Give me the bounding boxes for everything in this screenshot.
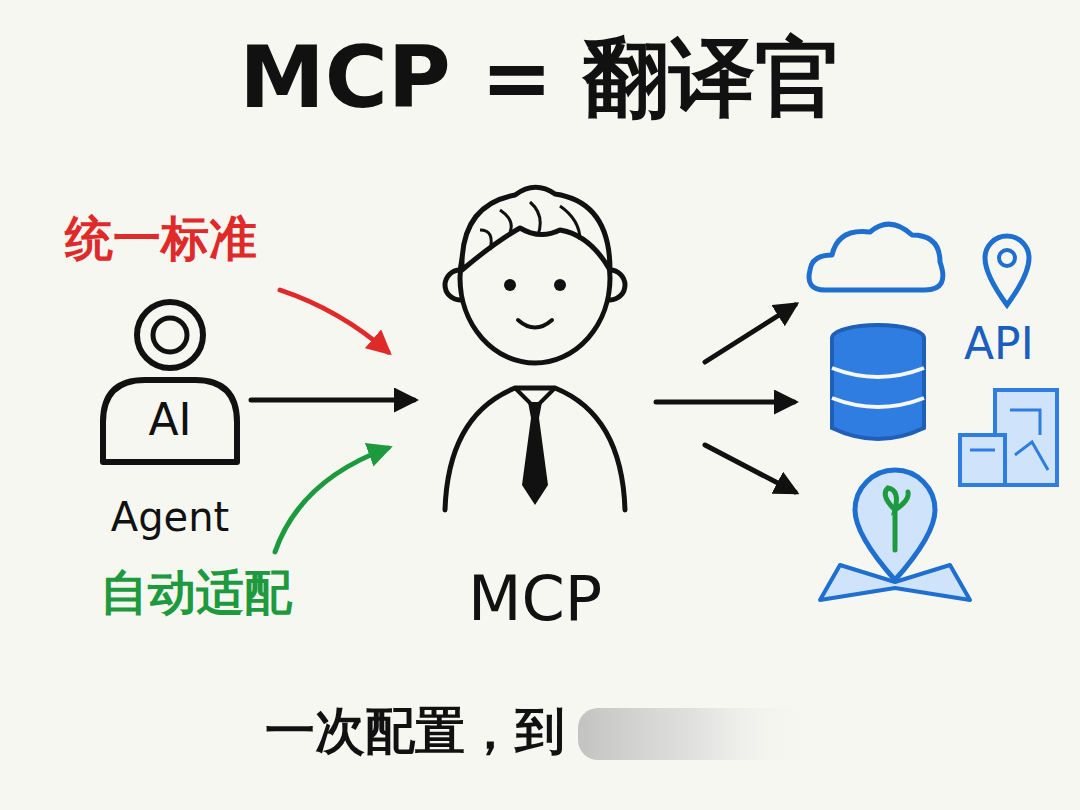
- node-outline: [420, 180, 650, 630]
- arrow-bottom: [705, 445, 795, 492]
- agent-icon: AI Agent: [95, 290, 245, 540]
- api-label: API: [964, 320, 1034, 368]
- red-arrow: [280, 290, 388, 352]
- blur-smudge: [578, 708, 818, 760]
- node-outline: [800, 210, 1072, 610]
- arrow-top: [705, 305, 795, 362]
- agent-caption: Agent: [111, 495, 229, 539]
- page-title: MCP = 翻译官: [239, 30, 841, 125]
- page-caption: 一次配置，到: [265, 704, 565, 759]
- mcp-figure: MCP: [420, 180, 650, 630]
- green-note: 自动适配: [100, 566, 292, 619]
- flow-arrow: [251, 398, 414, 403]
- red-note: 统一标准: [65, 212, 257, 265]
- agent-label: AI: [148, 396, 191, 444]
- flow-arrow: [656, 400, 794, 405]
- service-icons: API: [800, 210, 1072, 610]
- green-arrow: [275, 448, 388, 552]
- mcp-label: MCP: [468, 565, 602, 633]
